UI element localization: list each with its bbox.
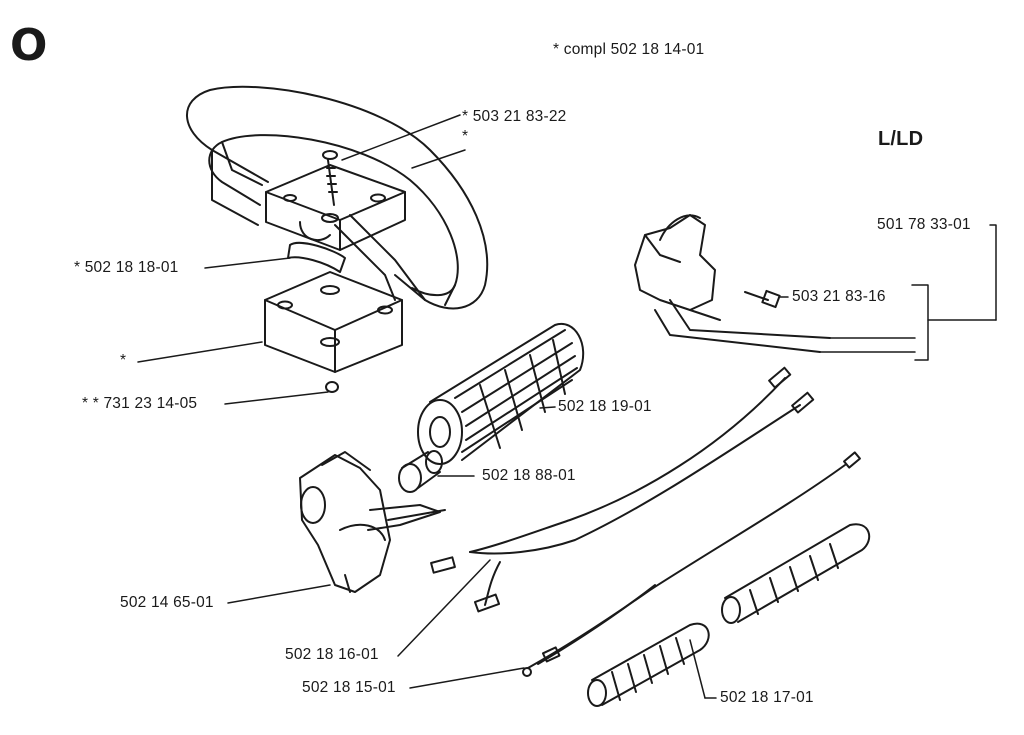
label-bracket-screw: 503 21 83-16	[792, 288, 886, 305]
label-throttle-cable: 502 18 15-01	[302, 679, 396, 696]
grip-drawing	[417, 322, 585, 465]
throttle-housing-drawing	[299, 451, 446, 593]
leader-lines	[137, 114, 997, 699]
insert-drawing	[287, 241, 346, 273]
label-cable-sleeve: 502 18 17-01	[720, 689, 814, 706]
label-wire-harness: 502 18 16-01	[285, 646, 379, 663]
loop-handle-drawing	[186, 85, 489, 310]
label-bracket-kit: 501 78 33-01	[877, 216, 971, 233]
wire-harness-drawing	[430, 366, 815, 613]
upper-clamp-drawing	[265, 164, 406, 251]
label-handle-star: *	[462, 128, 469, 145]
bracket-drawing	[634, 214, 831, 353]
label-grip: 502 18 19-01	[558, 398, 652, 415]
model-code: L/LD	[878, 128, 924, 150]
label-nut: * * 731 23 14-05	[82, 395, 198, 412]
top-screw-drawing	[322, 150, 338, 206]
cable-sleeve-drawing	[587, 523, 871, 707]
spacer-drawing	[398, 450, 443, 493]
lower-clamp-drawing	[264, 271, 403, 373]
bracket-screw-drawing	[744, 289, 781, 309]
label-throttle-housing: 502 14 65-01	[120, 594, 214, 611]
kit-note: * compl 502 18 14-01	[553, 41, 705, 58]
page-marker: O	[10, 20, 48, 71]
label-screw-top: * 503 21 83-22	[462, 108, 567, 125]
label-clamp-top: * 502 18 18-01	[74, 259, 179, 276]
nut-drawing	[325, 381, 339, 393]
label-clamp-bottom: *	[120, 352, 127, 369]
throttle-cable-drawing	[522, 451, 861, 677]
label-spacer: 502 18 88-01	[482, 467, 576, 484]
